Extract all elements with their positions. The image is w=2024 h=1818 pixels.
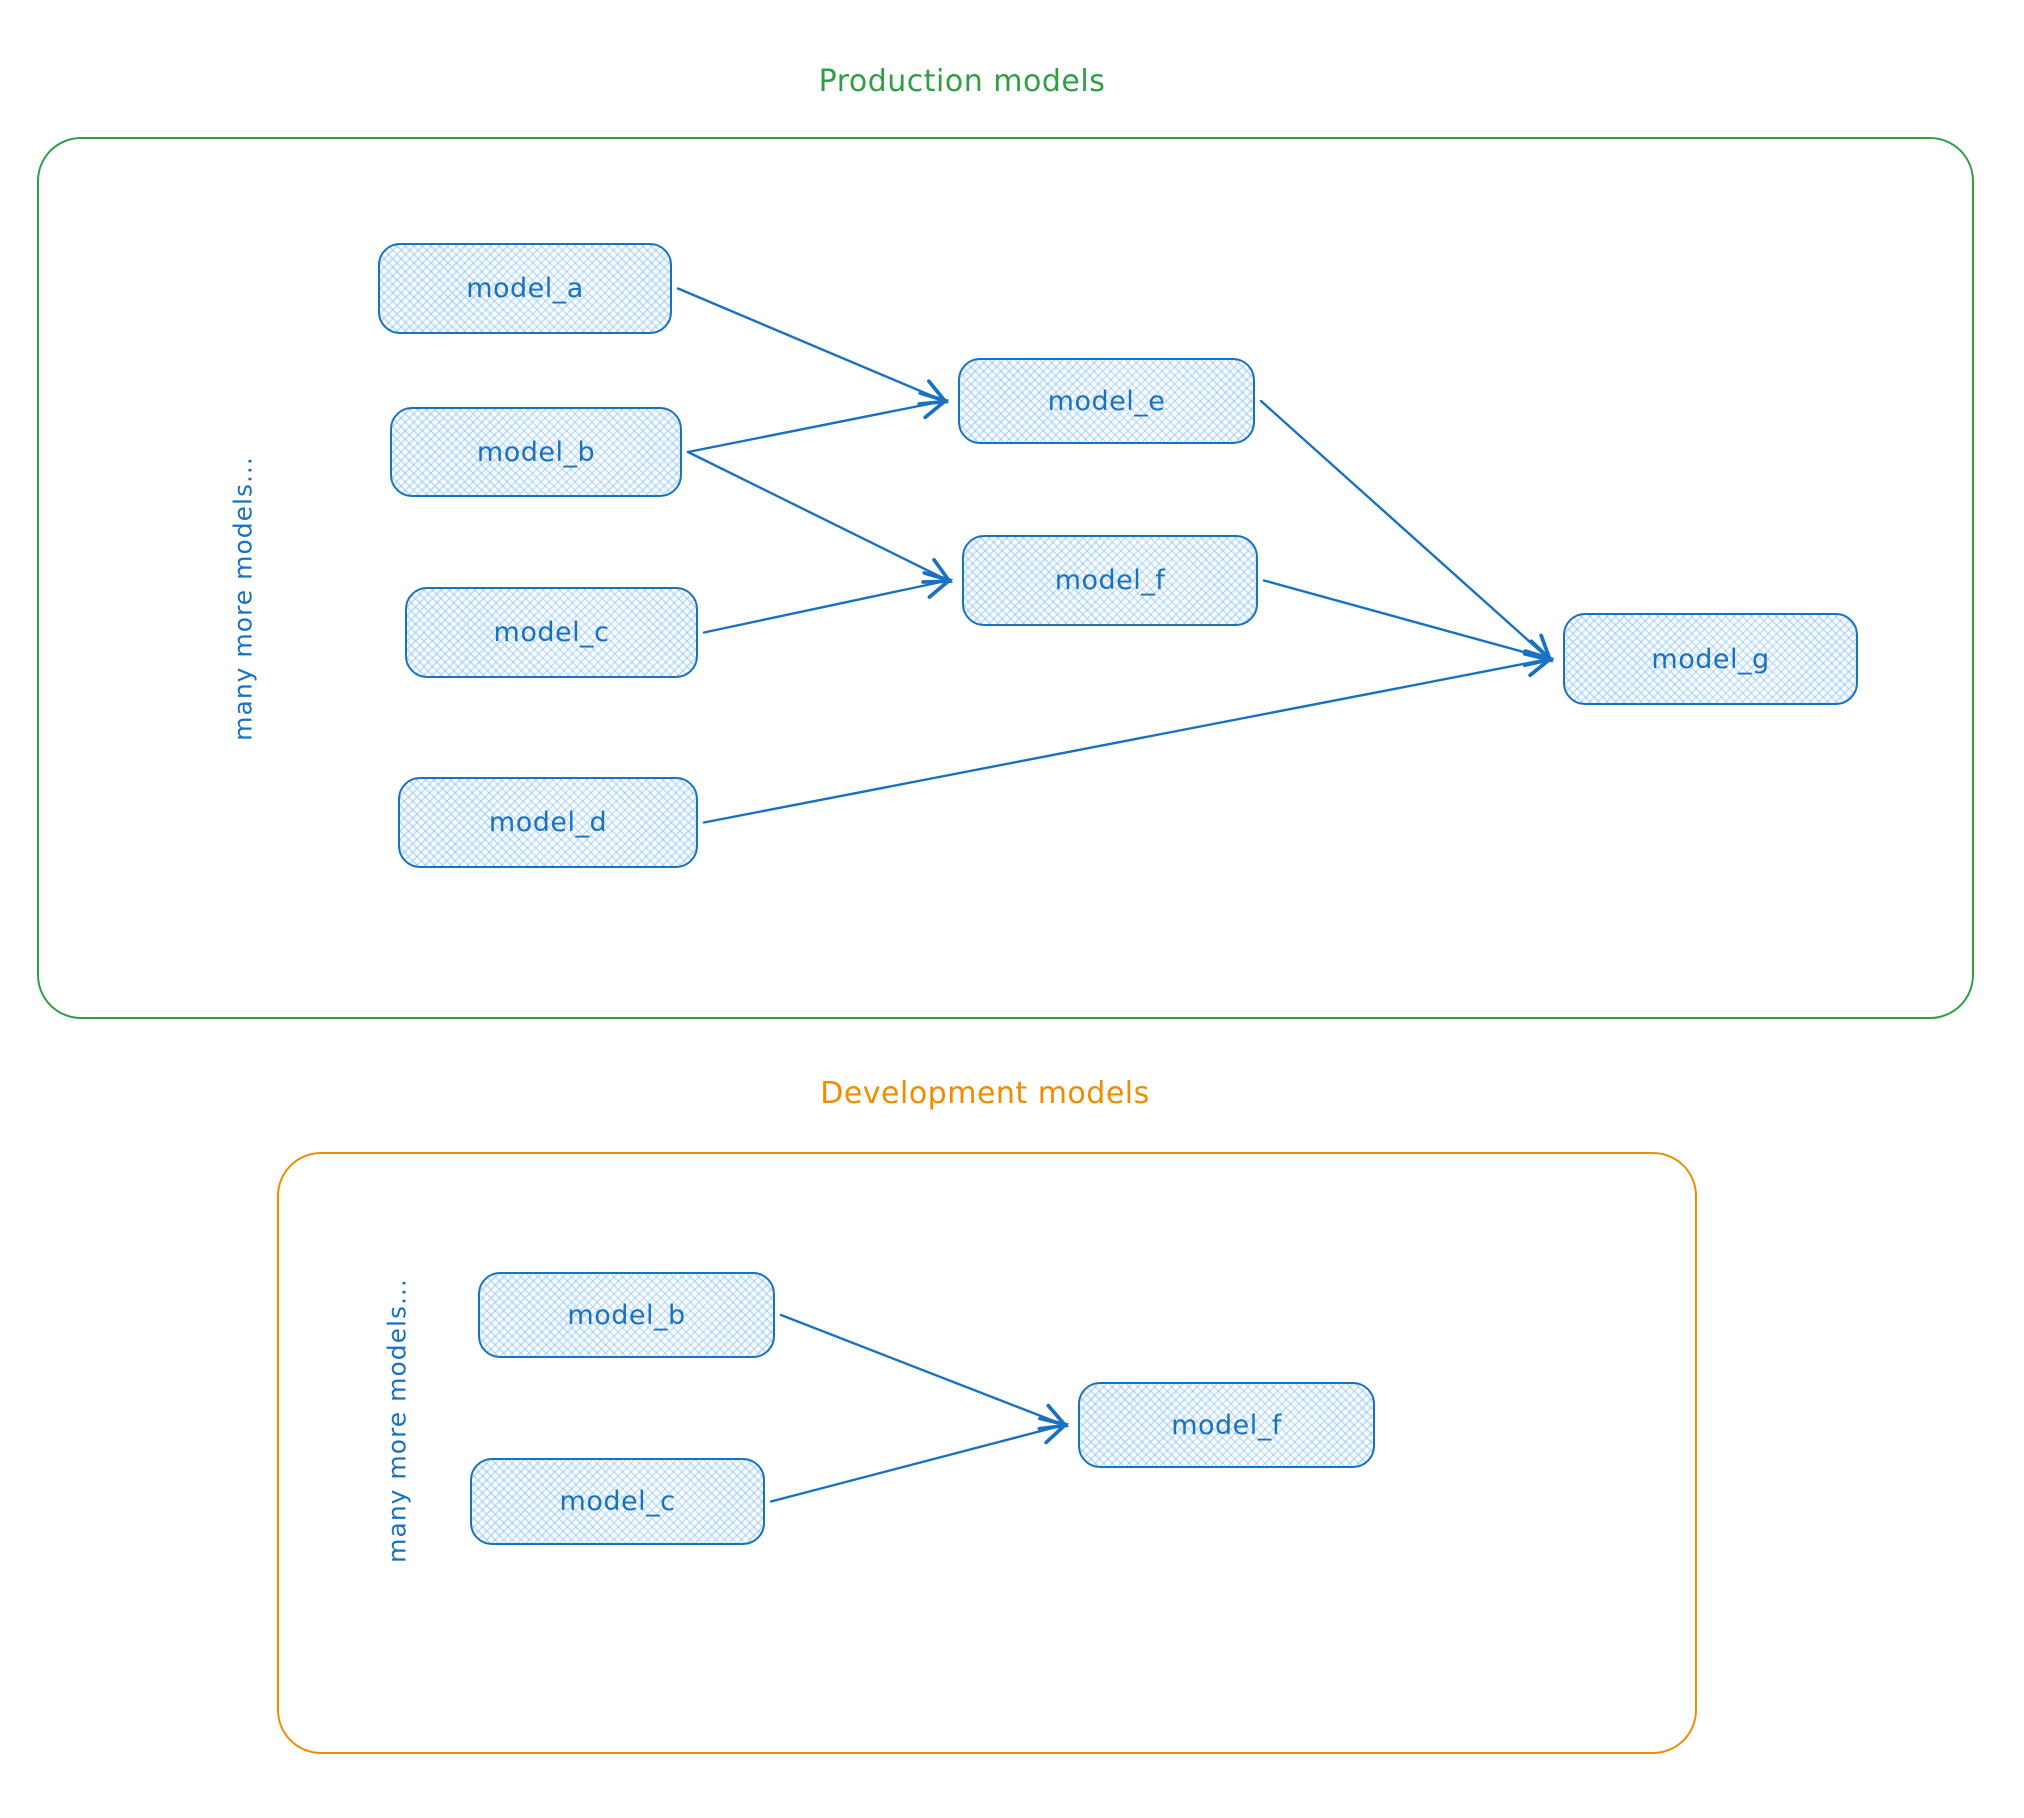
development-side-label: many more models... [382,1278,412,1563]
node-production-model_g[interactable]: model_g [1563,613,1858,705]
production-side-label: many more models... [228,456,258,741]
node-development-model_f[interactable]: model_f [1078,1382,1375,1468]
production-container [37,137,1974,1019]
development-title: Development models [820,1076,1150,1111]
node-production-model_e[interactable]: model_e [958,358,1255,444]
production-title: Production models [818,64,1106,99]
node-production-model_b[interactable]: model_b [390,407,682,497]
node-production-model_d[interactable]: model_d [398,777,698,868]
node-production-model_f[interactable]: model_f [962,535,1258,626]
development-container [277,1152,1697,1754]
node-production-model_c[interactable]: model_c [405,587,698,678]
node-development-model_b[interactable]: model_b [478,1272,775,1358]
node-development-model_c[interactable]: model_c [470,1458,765,1545]
node-production-model_a[interactable]: model_a [378,243,672,334]
